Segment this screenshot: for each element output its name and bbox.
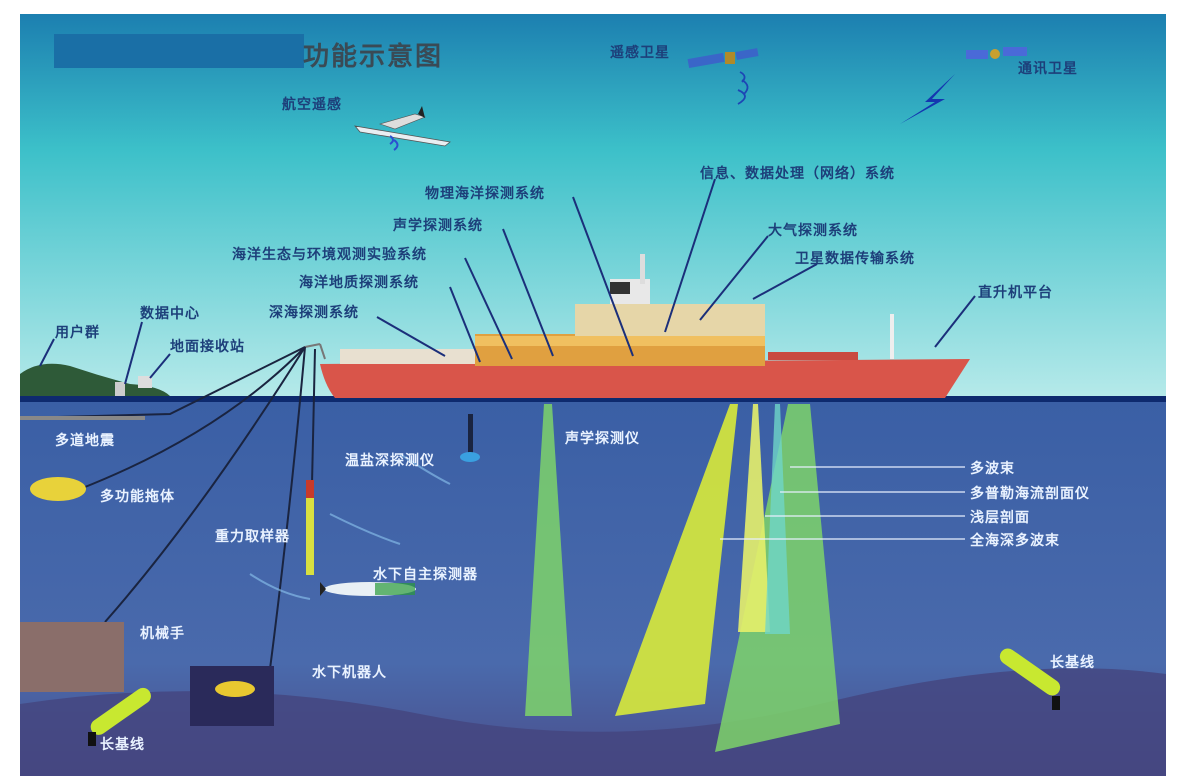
label-sub-bottom: 浅层剖面 <box>970 510 1030 526</box>
comm-satellite-icon <box>900 47 1027 124</box>
label-auv: 水下自主探测器 <box>373 567 478 583</box>
acoustic-beam <box>525 404 572 716</box>
label-acoustic-instrument: 声学探测仪 <box>565 431 640 447</box>
adcp-beam <box>765 404 790 634</box>
label-physical-ocean-system: 物理海洋探测系统 <box>425 186 545 202</box>
label-data-center: 数据中心 <box>140 306 200 322</box>
sea-surface-line <box>20 396 1166 402</box>
label-ecology-system: 海洋生态与环境观测实验系统 <box>232 247 427 263</box>
gravity-corer-icon <box>306 480 314 575</box>
sub-bottom-beam <box>738 404 770 632</box>
label-manipulator: 机械手 <box>140 626 185 642</box>
label-adcp: 多普勒海流剖面仪 <box>970 486 1090 502</box>
title-bar <box>54 34 304 68</box>
sonar-waves <box>249 453 451 600</box>
auv-icon <box>320 582 416 596</box>
scene-graphics <box>20 14 1166 776</box>
label-long-baseline-right: 长基线 <box>1050 655 1095 671</box>
ground-station <box>138 376 152 388</box>
label-atmosphere-system: 大气探测系统 <box>768 223 858 239</box>
label-gravity-corer: 重力取样器 <box>215 529 290 545</box>
label-rov: 水下机器人 <box>312 665 387 681</box>
island <box>20 363 170 396</box>
label-heli-platform: 直升机平台 <box>978 285 1053 301</box>
beam-leader-lines <box>720 466 965 540</box>
diagram-scene: 功能示意图 遥感卫星 通讯卫星 航空遥感 信息、数据处理（网络）系统 物理海洋探… <box>20 14 1166 776</box>
long-baseline-beacon-right <box>999 648 1061 710</box>
label-satellite-tx-system: 卫星数据传输系统 <box>795 251 915 267</box>
rov-body <box>215 681 255 697</box>
label-full-depth-multibeam: 全海深多波束 <box>970 533 1060 549</box>
label-long-baseline-left: 长基线 <box>100 737 145 753</box>
remote-sensing-satellite-icon <box>687 48 759 105</box>
label-comm-satellite: 通讯卫星 <box>1018 61 1078 77</box>
label-acoustic-system: 声学探测系统 <box>393 218 483 234</box>
multichannel-seismic-streamer <box>20 416 145 420</box>
ctd-instrument-icon <box>468 414 473 459</box>
label-multibeam: 多波束 <box>970 461 1015 477</box>
label-tow-body: 多功能拖体 <box>100 489 175 505</box>
aircraft-icon <box>354 106 451 151</box>
research-ship <box>304 254 970 398</box>
manipulator-image <box>20 622 124 692</box>
label-users: 用户群 <box>55 325 100 341</box>
yellow-multibeam <box>615 404 738 716</box>
label-ctd: 温盐深探测仪 <box>345 453 435 469</box>
ctd-sensor <box>460 452 480 462</box>
lightning-icon <box>900 74 955 124</box>
label-deep-sea-system: 深海探测系统 <box>269 305 359 321</box>
label-remote-sensing-satellite: 遥感卫星 <box>610 45 670 61</box>
data-center-building <box>115 382 125 396</box>
tow-body-icon <box>30 477 86 501</box>
seabed <box>20 668 1166 776</box>
leader-lines <box>39 178 976 385</box>
gravity-corer-head <box>306 480 314 498</box>
label-ground-station: 地面接收站 <box>170 339 245 355</box>
label-geology-system: 海洋地质探测系统 <box>299 275 419 291</box>
long-baseline-beacon-left <box>88 687 151 746</box>
label-multichannel-seismic: 多道地震 <box>55 433 115 449</box>
label-info-system: 信息、数据处理（网络）系统 <box>700 166 895 182</box>
label-aerial-remote-sensing: 航空遥感 <box>282 97 342 113</box>
page-title: 功能示意图 <box>303 42 444 72</box>
sonar-beams <box>525 404 840 752</box>
